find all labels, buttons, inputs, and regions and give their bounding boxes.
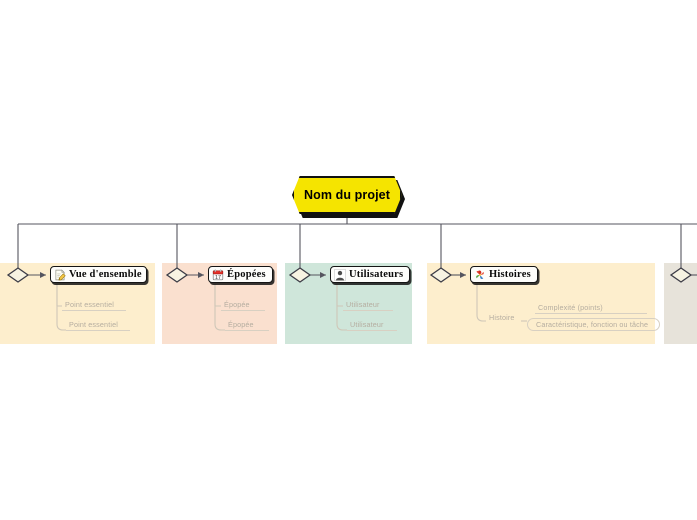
topic-histoires[interactable]: Histoires	[470, 266, 538, 283]
topic-label: Épopées	[227, 269, 266, 280]
memo-pencil-icon	[55, 268, 66, 280]
topic-utilisateurs[interactable]: Utilisateurs	[330, 266, 410, 283]
ghost-item-caracteristique[interactable]: Caractéristique, fonction ou tâche	[527, 318, 660, 332]
lane-overflow	[664, 263, 697, 344]
calendar-17-icon: 17	[212, 269, 224, 280]
ghost-item[interactable]: Point essentiel	[62, 300, 126, 311]
ghost-item[interactable]: Épopée	[221, 300, 265, 311]
root-node-nom-du-projet[interactable]: Nom du projet	[292, 176, 405, 218]
ghost-item[interactable]: Utilisateur	[347, 320, 397, 331]
topic-vue-densemble[interactable]: Vue d'ensemble	[50, 266, 147, 283]
topic-label: Vue d'ensemble	[69, 269, 142, 280]
svg-text:17: 17	[215, 274, 221, 280]
flower-pinwheel-icon	[476, 270, 484, 279]
person-bust-icon	[334, 268, 346, 281]
ghost-item-histoire[interactable]: Histoire	[489, 313, 515, 322]
root-node-label: Nom du projet	[303, 188, 391, 202]
topic-label: Utilisateurs	[349, 269, 404, 280]
ghost-item[interactable]: Utilisateur	[343, 300, 393, 311]
topic-label: Histoires	[489, 269, 531, 280]
ghost-item-complexite[interactable]: Complexité (points)	[535, 303, 647, 314]
root-node-shape	[292, 176, 402, 214]
ghost-item[interactable]: Épopée	[225, 320, 269, 331]
topic-epopees[interactable]: 17 Épopées	[208, 266, 273, 283]
ghost-item[interactable]: Point essentiel	[66, 320, 130, 331]
